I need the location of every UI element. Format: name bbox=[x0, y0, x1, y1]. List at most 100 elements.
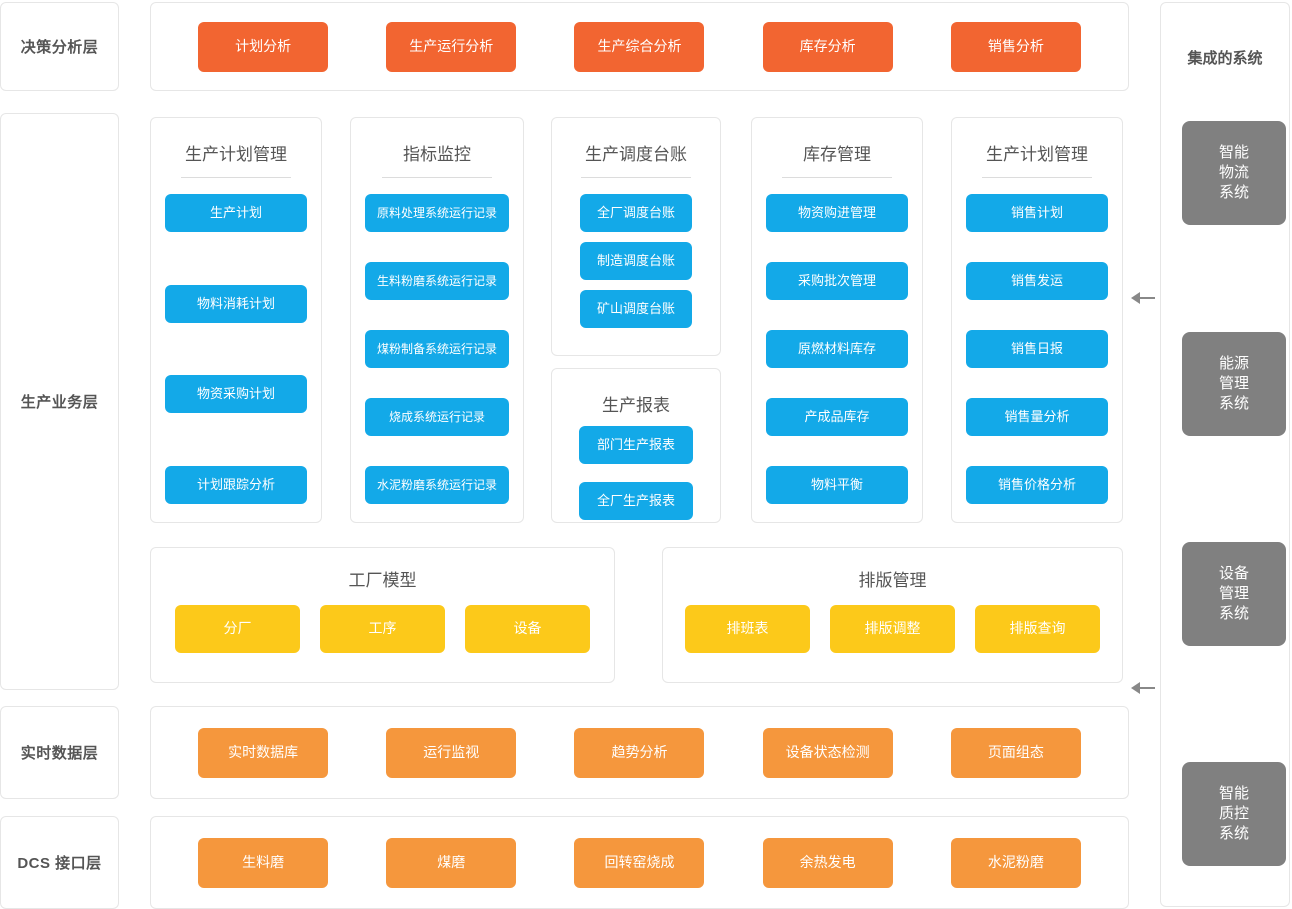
realtime-item-operation-monitoring[interactable]: 运行监视 bbox=[386, 727, 517, 778]
dcs-item-rotary-kiln-calcination[interactable]: 回转窑烧成 bbox=[574, 837, 705, 888]
group-item-branch-plant[interactable]: 分厂 bbox=[175, 605, 300, 653]
group-item-shift-schedule[interactable]: 排班表 bbox=[685, 605, 810, 653]
group-item-list: 排班表 排版调整 排版查询 bbox=[685, 605, 1100, 653]
module-item-label: 计划跟踪分析 bbox=[196, 476, 275, 492]
arrow-head-icon bbox=[1131, 682, 1140, 694]
module-item-raw-fuel-material-inventory[interactable]: 原燃材料库存 bbox=[766, 330, 908, 368]
card-title: 生产计划管理 bbox=[986, 145, 1088, 164]
module-item-sales-plan[interactable]: 销售计划 bbox=[966, 194, 1108, 232]
module-item-label: 原燃材料库存 bbox=[797, 340, 876, 356]
module-item-label: 销售发运 bbox=[1010, 272, 1063, 288]
layer-label-decision: 决策分析层 bbox=[0, 2, 119, 91]
module-card-sales-plan-management: 生产计划管理 销售计划 销售发运 销售日报 销售量分析 销售价格分析 bbox=[951, 117, 1123, 523]
decision-item-label: 生产综合分析 bbox=[597, 37, 682, 54]
realtime-item-label: 页面组态 bbox=[987, 743, 1044, 760]
module-item-label: 物资购进管理 bbox=[797, 204, 876, 220]
module-card-production-report: 生产报表 部门生产报表 全厂生产报表 bbox=[551, 368, 721, 523]
module-item-label: 全厂调度台账 bbox=[596, 204, 675, 220]
module-item-cement-grinding-log[interactable]: 水泥粉磨系统运行记录 bbox=[365, 466, 509, 504]
module-item-calcination-system-log[interactable]: 烧成系统运行记录 bbox=[365, 398, 509, 436]
group-item-equipment[interactable]: 设备 bbox=[465, 605, 590, 653]
dcs-item-coal-mill[interactable]: 煤磨 bbox=[386, 837, 517, 888]
module-item-coal-preparation-log[interactable]: 煤粉制备系统运行记录 bbox=[365, 330, 509, 368]
module-item-sales-volume-analysis[interactable]: 销售量分析 bbox=[966, 398, 1108, 436]
decision-analysis-band: 计划分析 生产运行分析 生产综合分析 库存分析 销售分析 bbox=[150, 2, 1129, 91]
module-item-label: 物料消耗计划 bbox=[196, 295, 275, 311]
module-item-sales-price-analysis[interactable]: 销售价格分析 bbox=[966, 466, 1108, 504]
integrated-system-smart-logistics[interactable]: 智能 物流 系统 bbox=[1182, 121, 1286, 225]
layer-label-dcs-text: DCS 接口层 bbox=[17, 855, 102, 872]
dcs-item-label: 回转窑烧成 bbox=[604, 853, 675, 870]
module-item-sales-shipment[interactable]: 销售发运 bbox=[966, 262, 1108, 300]
card-title: 指标监控 bbox=[403, 145, 471, 164]
dcs-item-label: 余热发电 bbox=[799, 853, 856, 870]
module-item-finished-product-inventory[interactable]: 产成品库存 bbox=[766, 398, 908, 436]
arrow-shaft bbox=[1137, 687, 1155, 689]
module-item-label: 物料平衡 bbox=[810, 476, 863, 492]
module-item-raw-meal-grinding-log[interactable]: 生料粉磨系统运行记录 bbox=[365, 262, 509, 300]
card-title: 生产计划管理 bbox=[185, 145, 287, 164]
module-item-label: 产成品库存 bbox=[804, 408, 870, 424]
module-item-plantwide-production-report[interactable]: 全厂生产报表 bbox=[579, 482, 693, 520]
module-item-material-consumption-plan[interactable]: 物料消耗计划 bbox=[165, 284, 307, 323]
decision-item-plan-analysis[interactable]: 计划分析 bbox=[198, 21, 329, 72]
module-item-label: 矿山调度台账 bbox=[596, 300, 675, 316]
arrow-shaft bbox=[1137, 297, 1155, 299]
integrated-system-energy-management[interactable]: 能源 管理 系统 bbox=[1182, 332, 1286, 436]
module-item-label: 全厂生产报表 bbox=[596, 492, 675, 508]
group-item-schedule-query[interactable]: 排版查询 bbox=[975, 605, 1100, 653]
arrow-head-icon bbox=[1131, 292, 1140, 304]
realtime-item-page-configuration[interactable]: 页面组态 bbox=[950, 727, 1081, 778]
module-item-production-plan[interactable]: 生产计划 bbox=[165, 194, 307, 232]
module-item-manufacturing-dispatch-ledger[interactable]: 制造调度台账 bbox=[580, 242, 692, 280]
decision-item-label: 销售分析 bbox=[987, 37, 1044, 54]
realtime-item-equipment-status-detection[interactable]: 设备状态检测 bbox=[762, 727, 893, 778]
decision-item-label: 计划分析 bbox=[235, 37, 292, 54]
integrated-system-smart-quality-control[interactable]: 智能 质控 系统 bbox=[1182, 762, 1286, 866]
module-item-material-balance[interactable]: 物料平衡 bbox=[766, 466, 908, 504]
card-title: 生产报表 bbox=[602, 396, 670, 415]
dcs-item-cement-grinding[interactable]: 水泥粉磨 bbox=[950, 837, 1081, 888]
realtime-item-label: 实时数据库 bbox=[228, 743, 299, 760]
layer-label-dcs: DCS 接口层 bbox=[0, 816, 119, 909]
module-item-department-production-report[interactable]: 部门生产报表 bbox=[579, 426, 693, 464]
dcs-item-waste-heat-power-generation[interactable]: 余热发电 bbox=[762, 837, 893, 888]
card-item-list: 原料处理系统运行记录 生料粉磨系统运行记录 煤粉制备系统运行记录 烧成系统运行记… bbox=[365, 194, 509, 504]
dcs-item-raw-meal-mill[interactable]: 生料磨 bbox=[198, 837, 329, 888]
decision-item-inventory-analysis[interactable]: 库存分析 bbox=[762, 21, 893, 72]
module-card-production-plan-management: 生产计划管理 生产计划 物料消耗计划 物资采购计划 计划跟踪分析 bbox=[150, 117, 322, 523]
dcs-item-label: 生料磨 bbox=[242, 853, 285, 870]
decision-item-production-operation-analysis[interactable]: 生产运行分析 bbox=[386, 21, 517, 72]
module-item-label: 销售价格分析 bbox=[997, 476, 1076, 492]
dcs-item-label: 水泥粉磨 bbox=[987, 853, 1044, 870]
card-item-list: 部门生产报表 全厂生产报表 bbox=[566, 426, 706, 520]
module-item-mine-dispatch-ledger[interactable]: 矿山调度台账 bbox=[580, 290, 692, 328]
integrated-system-equipment-management[interactable]: 设备 管理 系统 bbox=[1182, 542, 1286, 646]
module-item-sales-daily-report[interactable]: 销售日报 bbox=[966, 330, 1108, 368]
group-item-label: 分厂 bbox=[223, 620, 252, 637]
group-item-schedule-adjustment[interactable]: 排版调整 bbox=[830, 605, 955, 653]
module-item-plan-tracking-analysis[interactable]: 计划跟踪分析 bbox=[165, 465, 307, 504]
module-item-label: 销售日报 bbox=[1010, 340, 1063, 356]
card-item-list: 销售计划 销售发运 销售日报 销售量分析 销售价格分析 bbox=[966, 194, 1108, 504]
module-item-plantwide-dispatch-ledger[interactable]: 全厂调度台账 bbox=[580, 194, 692, 232]
card-divider bbox=[782, 177, 892, 178]
card-divider bbox=[181, 177, 291, 178]
module-item-material-purchase-plan[interactable]: 物资采购计划 bbox=[165, 375, 307, 414]
card-divider bbox=[581, 177, 691, 178]
module-item-label: 销售量分析 bbox=[1004, 408, 1070, 424]
module-item-raw-material-processing-log[interactable]: 原料处理系统运行记录 bbox=[365, 194, 509, 232]
decision-item-sales-analysis[interactable]: 销售分析 bbox=[950, 21, 1081, 72]
card-divider bbox=[382, 177, 492, 178]
group-item-process[interactable]: 工序 bbox=[320, 605, 445, 653]
module-item-label: 煤粉制备系统运行记录 bbox=[376, 341, 497, 356]
realtime-data-band: 实时数据库 运行监视 趋势分析 设备状态检测 页面组态 bbox=[150, 706, 1129, 799]
group-item-label: 排班表 bbox=[726, 620, 769, 637]
realtime-item-realtime-database[interactable]: 实时数据库 bbox=[198, 727, 329, 778]
integrated-system-label: 智能 物流 系统 bbox=[1218, 143, 1249, 202]
module-item-material-procurement-management[interactable]: 物资购进管理 bbox=[766, 194, 908, 232]
module-item-purchase-batch-management[interactable]: 采购批次管理 bbox=[766, 262, 908, 300]
realtime-item-trend-analysis[interactable]: 趋势分析 bbox=[574, 727, 705, 778]
decision-item-production-integrated-analysis[interactable]: 生产综合分析 bbox=[574, 21, 705, 72]
module-item-label: 生产计划 bbox=[209, 204, 262, 220]
